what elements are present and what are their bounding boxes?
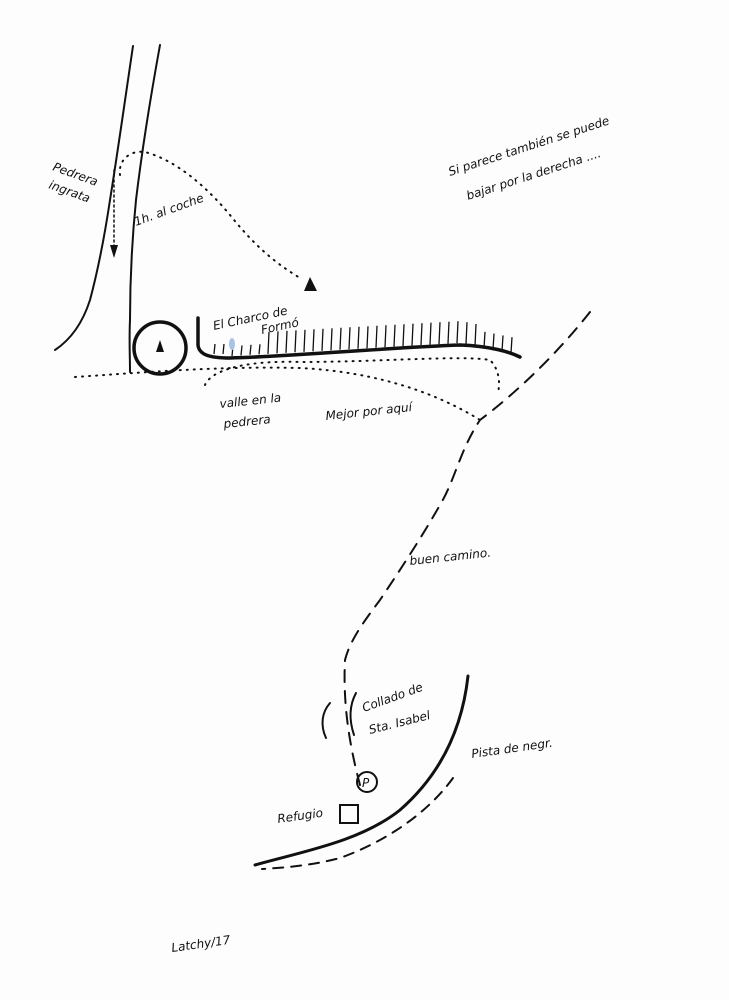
ravine-right-bank bbox=[128, 44, 161, 373]
cliff-hachure-tick bbox=[393, 324, 396, 347]
label-collado-line2: Sta. Isabel bbox=[367, 708, 432, 737]
label-refugio: Refugio bbox=[276, 806, 323, 826]
collado-bracket-left bbox=[321, 702, 331, 739]
parking-label: P bbox=[362, 776, 370, 790]
cliff-hachure-tick bbox=[303, 329, 306, 352]
cliff-hachure-tick bbox=[267, 331, 270, 354]
label-pista: Pista de negr. bbox=[470, 736, 553, 761]
label-buen-camino: buen camino. bbox=[409, 546, 492, 568]
cliff-hachure-tick bbox=[474, 323, 477, 347]
label-time-to-car: 1h. al coche bbox=[132, 191, 205, 229]
dotted-trail-loop bbox=[118, 150, 301, 279]
dotted-trail-lower bbox=[74, 366, 481, 421]
ravine-left-bank bbox=[54, 45, 134, 351]
label-collado-line1: Collado de bbox=[360, 680, 424, 715]
cliff-hachure-tick bbox=[258, 344, 261, 355]
cliff-hachure-tick bbox=[447, 321, 450, 344]
cliff-hachure-tick bbox=[456, 321, 459, 344]
cliff-hachure-tick bbox=[348, 327, 351, 350]
cliff-hachure-tick bbox=[357, 326, 360, 349]
cliff-hachure-tick bbox=[483, 331, 486, 348]
label-valle-line2: pedrera bbox=[222, 412, 271, 431]
signature: Latchy/17 bbox=[170, 933, 231, 955]
cliff-hachure-tick bbox=[492, 333, 495, 350]
cliff-hachure-tick bbox=[276, 331, 279, 354]
cliff-hachures bbox=[213, 321, 513, 356]
pista-road-dashes bbox=[261, 777, 454, 870]
cliff-hachure-tick bbox=[375, 325, 378, 348]
cliff-hachure-tick bbox=[321, 328, 324, 351]
boulder-circle-icon bbox=[132, 320, 188, 376]
collado-bracket-right bbox=[349, 692, 357, 736]
water-mark bbox=[229, 338, 235, 350]
cliff-hachure-tick bbox=[249, 344, 252, 355]
down-arrow-icon bbox=[110, 169, 118, 258]
cliff-hachure-tick bbox=[213, 343, 216, 355]
label-valle-line1: valle en la bbox=[219, 391, 282, 411]
cliff-ridge-line bbox=[196, 316, 522, 360]
cliff-hachure-tick bbox=[429, 322, 432, 345]
cliff-hachure-tick bbox=[330, 328, 333, 351]
pista-road-line bbox=[253, 674, 470, 867]
cliff-hachure-tick bbox=[384, 325, 387, 348]
cliff-hachure-tick bbox=[222, 343, 225, 355]
peak-triangle-icon bbox=[304, 277, 317, 291]
cliff-hachure-tick bbox=[312, 329, 315, 352]
cliff-hachure-tick bbox=[501, 335, 504, 352]
cliff-hachure-tick bbox=[339, 327, 342, 350]
cliff-hachure-tick bbox=[285, 330, 288, 353]
parking-icon: P bbox=[356, 771, 378, 793]
cliff-hachure-tick bbox=[411, 323, 414, 346]
cliff-hachure-tick bbox=[510, 337, 513, 354]
cliff-hachure-tick bbox=[240, 345, 243, 356]
dotted-trail-connector bbox=[204, 357, 500, 393]
cliff-hachure-tick bbox=[294, 330, 297, 353]
label-mejor: Mejor por aquí bbox=[325, 400, 414, 423]
cliff-hachure-tick bbox=[366, 326, 369, 349]
cliff-hachure-tick bbox=[438, 322, 441, 345]
cliff-hachure-tick bbox=[420, 323, 423, 346]
cliff-hachure-tick bbox=[402, 324, 405, 347]
dashed-main-trail bbox=[343, 311, 591, 786]
refugio-square-icon bbox=[339, 804, 359, 824]
cliff-hachure-tick bbox=[465, 322, 468, 345]
